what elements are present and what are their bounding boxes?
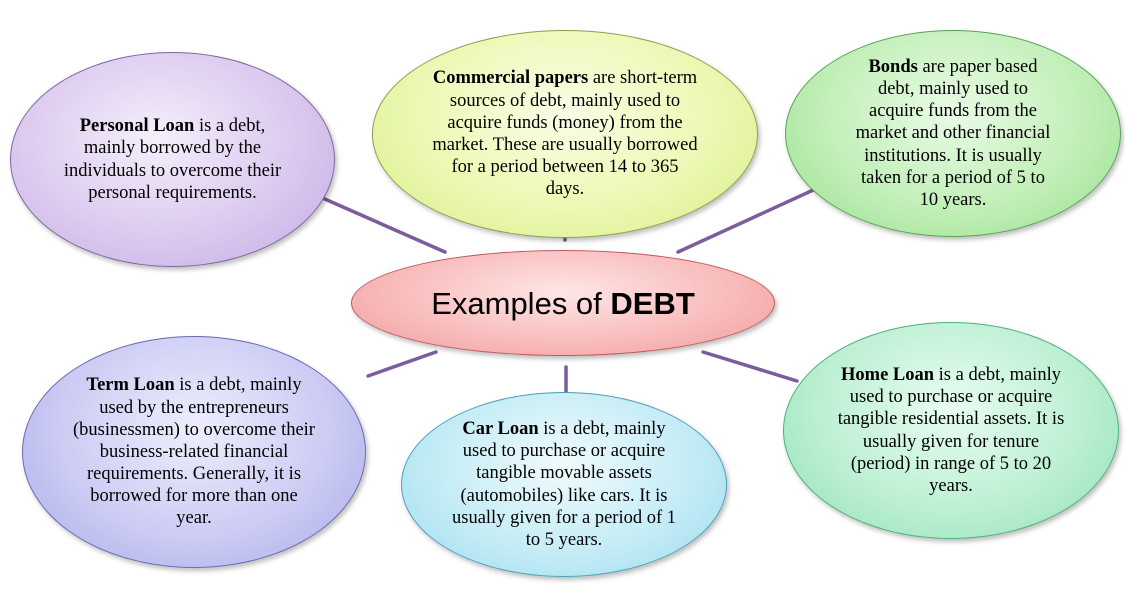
center-node: Examples of DEBT: [351, 250, 775, 356]
term-loan-term: Term Loan: [86, 375, 175, 396]
center-title-prefix: Examples of: [431, 285, 611, 321]
car-loan-node: Car Loan is a debt, mainly used to purch…: [401, 392, 727, 577]
commercial-papers-term: Commercial papers: [432, 68, 589, 89]
car-loan-description: is a debt, mainly used to purchase or ac…: [452, 418, 676, 550]
connector-bonds: [676, 184, 824, 254]
home-loan-term: Home Loan: [841, 364, 935, 385]
personal-loan-node: Personal Loan is a debt, mainly borrowed…: [10, 52, 335, 267]
personal-loan-term: Personal Loan: [79, 116, 195, 137]
bonds-node: Bonds are paper based debt, mainly used …: [785, 30, 1121, 237]
connector-home-loan: [701, 350, 799, 383]
personal-loan-description: is a debt, mainly borrowed by the indivi…: [63, 116, 282, 203]
home-loan-description: is a debt, mainly used to purchase or ac…: [837, 364, 1065, 496]
home-loan-node: Home Loan is a debt, mainly used to purc…: [783, 322, 1119, 539]
term-loan-node: Term Loan is a debt, mainly used by the …: [22, 336, 366, 568]
car-loan-term: Car Loan: [462, 418, 539, 439]
term-loan-description: is a debt, mainly used by the entreprene…: [73, 375, 315, 529]
bonds-term: Bonds: [868, 56, 918, 77]
center-title-bold: DEBT: [610, 285, 695, 321]
connector-personal-loan: [316, 194, 447, 254]
bonds-description: are paper based debt, mainly used to acq…: [855, 56, 1051, 210]
commercial-papers-node: Commercial papers are short-term sources…: [372, 30, 758, 238]
connector-term-loan: [366, 350, 438, 378]
commercial-papers-description: are short-term sources of debt, mainly u…: [432, 68, 698, 200]
